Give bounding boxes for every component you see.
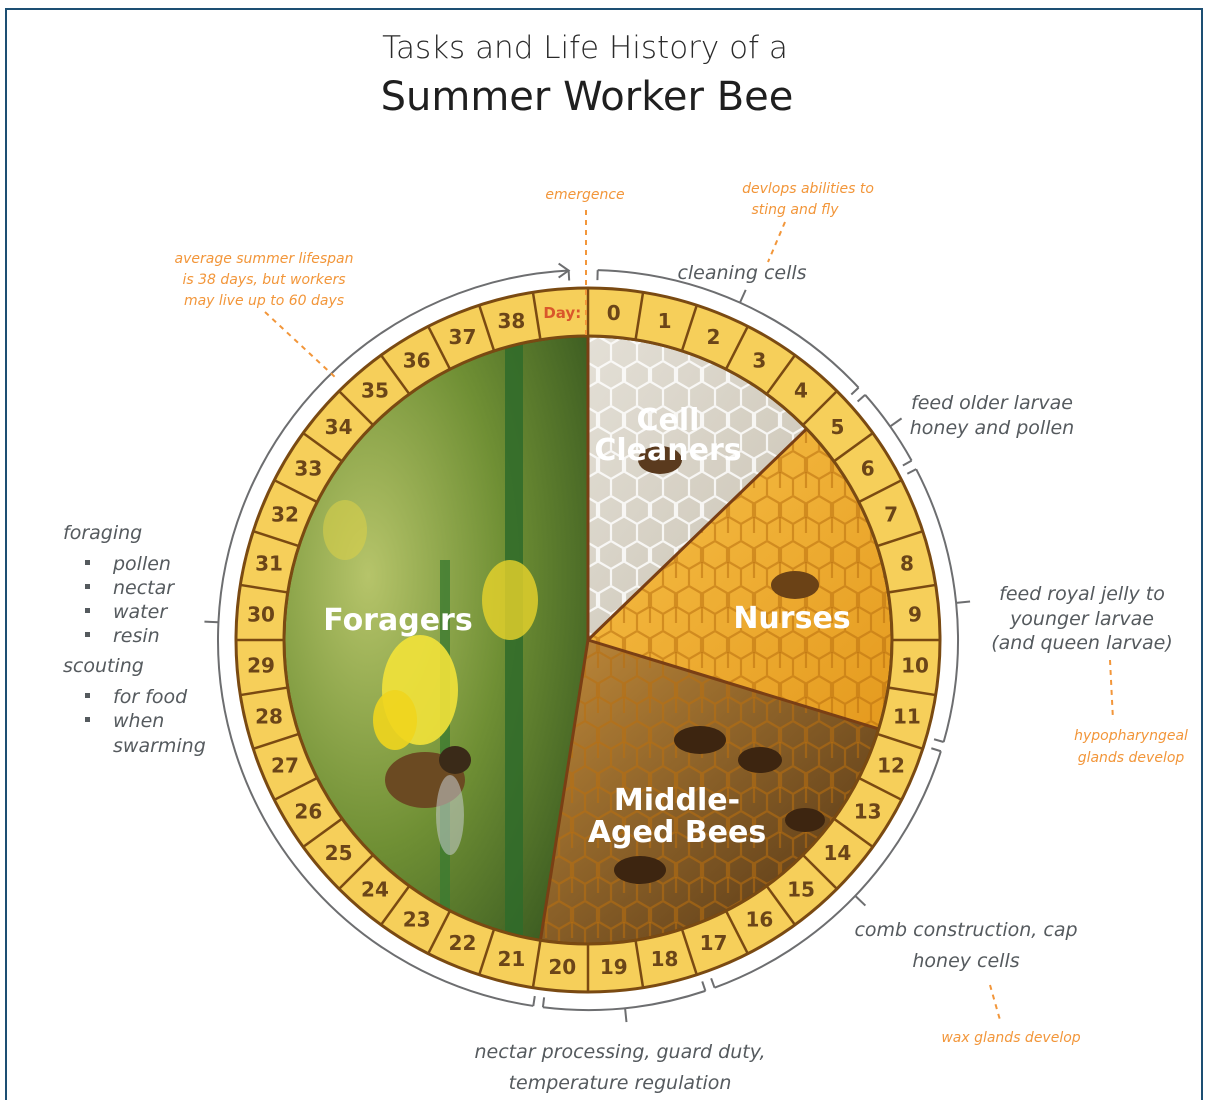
emergence-note: emergence: [545, 187, 624, 203]
day-number: 0: [607, 301, 621, 325]
bracket-foraging-end: [533, 996, 534, 1006]
day-number: 32: [271, 502, 299, 526]
day-number: 24: [361, 877, 389, 901]
lifespan-note-3: may live up to 60 days: [184, 293, 344, 309]
day-number: 25: [325, 841, 353, 865]
hypopharyngeal-note-1: hypopharyngeal: [1074, 728, 1188, 744]
middle-aged-label-2: Aged Bees: [588, 815, 766, 850]
task-cleaning-cells: cleaning cells: [677, 262, 806, 284]
bracket-feed-older-pointer: [890, 418, 901, 426]
task-royal-jelly-2: younger larvae: [1009, 608, 1154, 630]
nurses-label: Nurses: [733, 601, 850, 636]
day-number: 7: [884, 502, 898, 526]
day-number: 29: [247, 654, 275, 678]
bracket-feed-older-end: [903, 461, 912, 466]
day-number: 31: [255, 551, 283, 575]
day-number: 15: [787, 877, 815, 901]
task-feed-older-2: honey and pollen: [910, 417, 1074, 439]
task-nectar-2: temperature regulation: [509, 1072, 732, 1094]
day-number: 28: [255, 705, 283, 729]
task-nectar-1: nectar processing, guard duty,: [474, 1041, 765, 1063]
day-label: Day:: [543, 304, 581, 322]
task-feed-older-1: feed older larvae: [911, 392, 1073, 414]
foraging-item-water: water: [113, 601, 168, 623]
day-number: 10: [901, 654, 929, 678]
foraging-item-nectar: nectar: [113, 577, 175, 599]
scouting-item-food: for food: [113, 686, 188, 708]
foraging-title: foraging: [63, 522, 142, 544]
task-royal-jelly-1: feed royal jelly to: [999, 583, 1165, 605]
day-number: 17: [700, 931, 728, 955]
bracket-royal-jelly-end: [907, 469, 916, 474]
day-number: 35: [361, 379, 389, 403]
day-number: 23: [403, 908, 431, 932]
bracket-comb-end: [931, 748, 941, 751]
wax-glands-note: wax glands develop: [941, 1030, 1080, 1046]
day-number: 14: [823, 841, 851, 865]
middle-aged-label-1: Middle-: [614, 783, 740, 818]
bracket-foraging-pointer: [204, 622, 218, 623]
bracket-feed-older-end: [858, 395, 865, 402]
bracket-royal-jelly-pointer: [956, 602, 970, 603]
day-number: 27: [271, 754, 299, 778]
day-number: 18: [651, 947, 679, 971]
day-number: 9: [908, 602, 922, 626]
day-number: 19: [600, 955, 628, 979]
day-number: 26: [294, 799, 322, 823]
day-number: 8: [900, 551, 914, 575]
bracket-nectar-end: [702, 981, 705, 990]
day-number: 37: [449, 325, 477, 349]
foraging-item-pollen: pollen: [112, 553, 171, 575]
bracket-nectar-end: [543, 997, 544, 1007]
day-number: 21: [498, 947, 526, 971]
day-number: 5: [830, 415, 844, 439]
task-comb-2: honey cells: [912, 950, 1019, 972]
day-number: 22: [449, 931, 477, 955]
title-line-2: Summer Worker Bee: [381, 74, 794, 120]
bracket-nectar-pointer: [625, 1008, 626, 1022]
bracket-cleaning-pointer: [740, 290, 746, 303]
bracket-comb-pointer: [855, 896, 865, 906]
bracket-royal-jelly-end: [934, 739, 944, 742]
sting-note-1: devlops abilities to: [742, 181, 874, 197]
day-number: 6: [861, 457, 875, 481]
day-number: 1: [658, 309, 672, 333]
foraging-item-resin: resin: [113, 625, 160, 647]
lifespan-note-1: average summer lifespan: [175, 251, 354, 267]
cell-cleaners-label-2: Cleaners: [594, 433, 741, 468]
day-number: 3: [752, 348, 766, 372]
day-number: 20: [548, 955, 576, 979]
day-number: 33: [294, 457, 322, 481]
bracket-comb-end: [711, 978, 714, 987]
foraging-bullets: [85, 560, 90, 722]
day-number: 38: [498, 309, 526, 333]
day-number: 34: [325, 415, 353, 439]
scouting-item-swarming: swarming: [113, 735, 206, 757]
foragers-label: Foragers: [323, 603, 472, 638]
lifespan-note-2: is 38 days, but workers: [182, 272, 345, 288]
hypopharyngeal-note-2: glands develop: [1078, 750, 1185, 766]
title-line-1: Tasks and Life History of a: [382, 30, 788, 66]
day-number: 2: [707, 325, 721, 349]
scouting-title: scouting: [63, 655, 144, 677]
bracket-cleaning-end: [851, 388, 858, 395]
day-number: 13: [854, 799, 882, 823]
scouting-item-when: when: [113, 710, 164, 732]
bracket-foraging-end: [569, 271, 570, 281]
task-royal-jelly-3: (and queen larvae): [991, 632, 1172, 654]
day-number: 12: [877, 754, 905, 778]
day-number: 11: [893, 705, 921, 729]
day-number: 36: [403, 348, 431, 372]
day-number: 4: [794, 379, 808, 403]
bracket-nectar: [543, 991, 705, 1010]
day-number: 30: [247, 602, 275, 626]
task-comb-1: comb construction, cap: [854, 919, 1077, 941]
sting-note-2: sting and fly: [751, 202, 839, 218]
day-number: 16: [745, 908, 773, 932]
